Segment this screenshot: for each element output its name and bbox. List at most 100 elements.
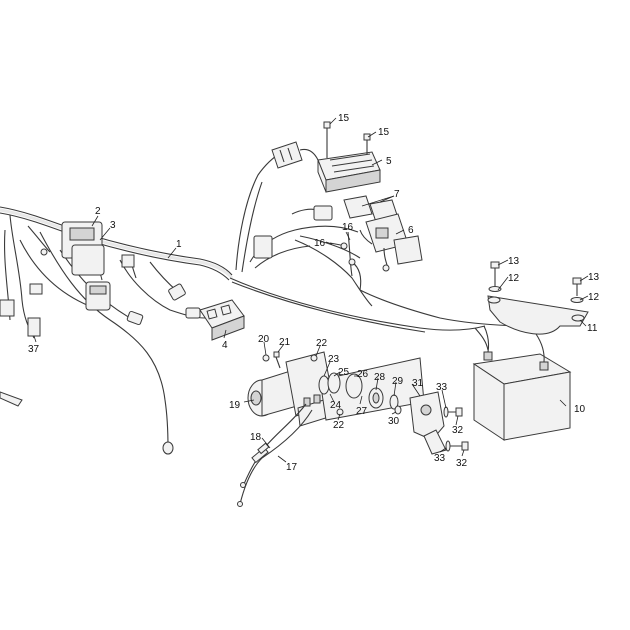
cable-end-b [240, 482, 246, 488]
bolt-15-b [363, 133, 371, 141]
housing-tab-a [303, 397, 311, 407]
harness-plug-small [313, 205, 333, 221]
voltage-regulator [271, 121, 381, 193]
strap-hole-right [571, 314, 585, 322]
battery-terminal-pos [539, 361, 549, 371]
callout-5: 5 [386, 156, 392, 167]
callout-27: 27 [356, 406, 368, 417]
spacer-26 [345, 373, 363, 399]
cable-ring-c [382, 264, 390, 272]
battery-terminal-neg [483, 351, 493, 361]
relay-6-terminal [375, 227, 389, 239]
callout-23: 23 [328, 354, 340, 365]
left-connector [29, 283, 43, 295]
housing-tab-b [313, 394, 321, 404]
starter-assembly [237, 351, 469, 507]
callout-12-right: 12 [588, 292, 600, 303]
callout-32-upper: 32 [452, 425, 464, 436]
clip-30 [394, 405, 402, 415]
terminal-eyelet [162, 441, 174, 455]
cable-adjuster-18 [257, 442, 270, 455]
callout-3: 3 [110, 220, 116, 231]
relay-7-a [343, 195, 373, 219]
callout-32-lower: 32 [456, 458, 468, 469]
callout-30: 30 [388, 416, 400, 427]
callout-22-upper: 22 [316, 338, 328, 349]
washer-12-right [570, 297, 584, 303]
screw-20 [262, 354, 270, 362]
ring-25 [327, 372, 341, 394]
fuse-slot-a [206, 308, 218, 320]
callout-24: 24 [330, 400, 342, 411]
fuse-slot-b [220, 304, 232, 316]
callout-13-right: 13 [588, 272, 600, 283]
callout-33-lower: 33 [434, 453, 446, 464]
callout-10: 10 [574, 404, 586, 415]
washer-33-lower [445, 440, 451, 452]
end-cover-bore [420, 404, 432, 416]
starter-relay-group [253, 195, 423, 277]
callout-16-b: 16 [342, 222, 354, 233]
callout-25: 25 [338, 367, 350, 378]
callout-20: 20 [258, 334, 270, 345]
callout-26: 26 [357, 369, 369, 380]
regulator-plug [271, 141, 303, 169]
harness-connectors [0, 221, 245, 455]
harness-plug-large [253, 235, 273, 259]
callout-4: 4 [222, 340, 228, 351]
relay-3 [71, 244, 105, 276]
callout-13-left: 13 [508, 256, 520, 267]
callout-1: 1 [176, 239, 182, 250]
relay-6-cap [393, 235, 423, 265]
bolt-32-lower [461, 441, 469, 451]
connector-block-pins [89, 285, 107, 295]
callout-17: 17 [286, 462, 298, 473]
plug-connector-3 [185, 307, 201, 319]
callout-11: 11 [587, 323, 598, 334]
bolt-15-a [323, 121, 331, 129]
cable-16-ring [340, 242, 348, 250]
left-edge-connector [0, 299, 15, 317]
callout-33-upper: 33 [436, 382, 448, 393]
callout-2: 2 [95, 206, 101, 217]
callout-7: 7 [394, 189, 400, 200]
motor-end-cap [250, 390, 262, 406]
callout-6: 6 [408, 225, 414, 236]
screw-22-upper [310, 354, 318, 362]
washer-12-left [488, 286, 502, 292]
cable-16-b-ring [348, 258, 356, 266]
callout-29: 29 [392, 376, 404, 387]
callout-19: 19 [229, 400, 241, 411]
strap-hole-left [487, 296, 501, 304]
bolt-32-upper [455, 407, 463, 417]
bolt-13-left [490, 261, 500, 269]
callout-31: 31 [412, 378, 424, 389]
callout-18: 18 [250, 432, 262, 443]
connector-37 [27, 317, 41, 337]
bushing-28-bore [372, 392, 380, 404]
callout-15-b: 15 [378, 127, 390, 138]
fuse-box-4-side [211, 315, 245, 341]
plug-connector [168, 283, 186, 301]
ring-23 [318, 375, 330, 395]
callout-15-a: 15 [338, 113, 350, 124]
callout-12-left: 12 [508, 273, 520, 284]
left-bracket [0, 391, 23, 407]
callout-22-lower: 22 [333, 420, 345, 431]
battery-assembly [472, 261, 589, 441]
end-cover-31 [409, 391, 445, 441]
harness-screw [40, 248, 48, 256]
regulator-end [317, 159, 327, 193]
leader-lines [33, 117, 589, 463]
plug-connector-2 [126, 310, 144, 326]
screw-21-head [273, 351, 280, 358]
small-connector [121, 254, 135, 268]
washer-33-upper [443, 406, 449, 418]
callout-37: 37 [28, 344, 40, 355]
bolt-13-right [572, 277, 582, 285]
callout-28: 28 [374, 372, 386, 383]
callout-labels: 2 3 1 4 5 6 7 10 11 12 12 13 13 15 15 16… [28, 113, 600, 473]
end-cover-foot [423, 429, 447, 455]
relay-2-face [69, 227, 95, 241]
